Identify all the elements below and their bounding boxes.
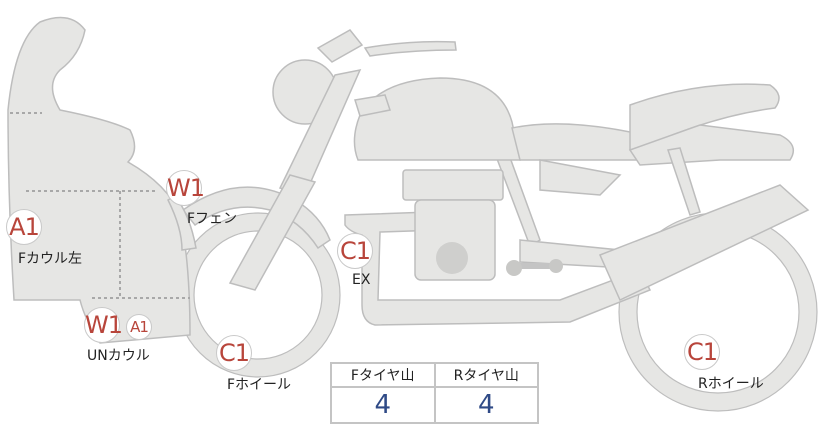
- grade-badge-r-wheel: C1: [684, 334, 720, 370]
- grade-badge-under-cowl: W1: [84, 307, 123, 343]
- tire-tread-table: Fタイヤ山 Rタイヤ山 4 4: [330, 362, 539, 424]
- part-label-exhaust: EX: [352, 272, 371, 288]
- part-label-f-fender: Fフェン: [187, 211, 238, 227]
- rear-tread-value: 4: [433, 386, 539, 424]
- part-label-under-cowl: UNカウル: [87, 348, 150, 364]
- rear-tread-header: Rタイヤ山: [433, 362, 539, 388]
- grade-badge-f-fender: W1: [166, 170, 205, 206]
- part-label-r-wheel: Rホイール: [698, 376, 764, 392]
- grade-badge-under-cowl-secondary: A1: [126, 314, 152, 340]
- part-label-f-cowl-left: Fカウル左: [18, 251, 83, 267]
- grade-badge-f-wheel: C1: [216, 335, 252, 371]
- part-label-f-wheel: Fホイール: [227, 377, 292, 393]
- front-tread-header: Fタイヤ山: [330, 362, 436, 388]
- grade-badge-f-cowl-left: A1: [6, 209, 42, 245]
- grade-badge-exhaust: C1: [337, 233, 373, 269]
- front-tread-value: 4: [330, 386, 436, 424]
